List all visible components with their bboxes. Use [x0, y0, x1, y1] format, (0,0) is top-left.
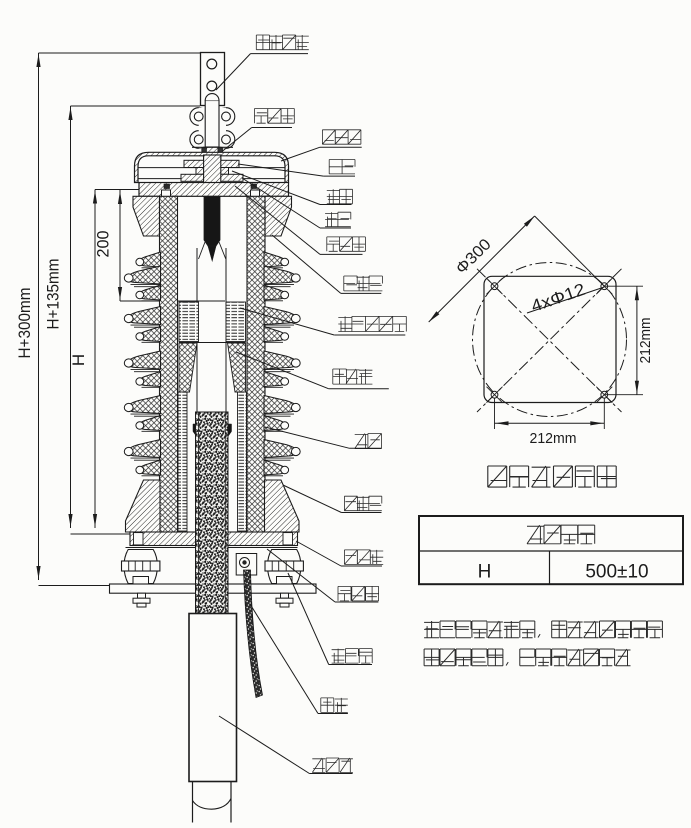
svg-text:200: 200: [94, 231, 113, 258]
svg-text:H: H: [69, 354, 88, 366]
svg-text:500±10: 500±10: [585, 562, 648, 583]
svg-text:H: H: [478, 562, 492, 583]
svg-text:212mm: 212mm: [530, 430, 577, 447]
svg-text:H+135mm: H+135mm: [44, 259, 63, 330]
svg-text:H+300mm: H+300mm: [15, 288, 34, 359]
svg-text:212mm: 212mm: [637, 318, 654, 364]
